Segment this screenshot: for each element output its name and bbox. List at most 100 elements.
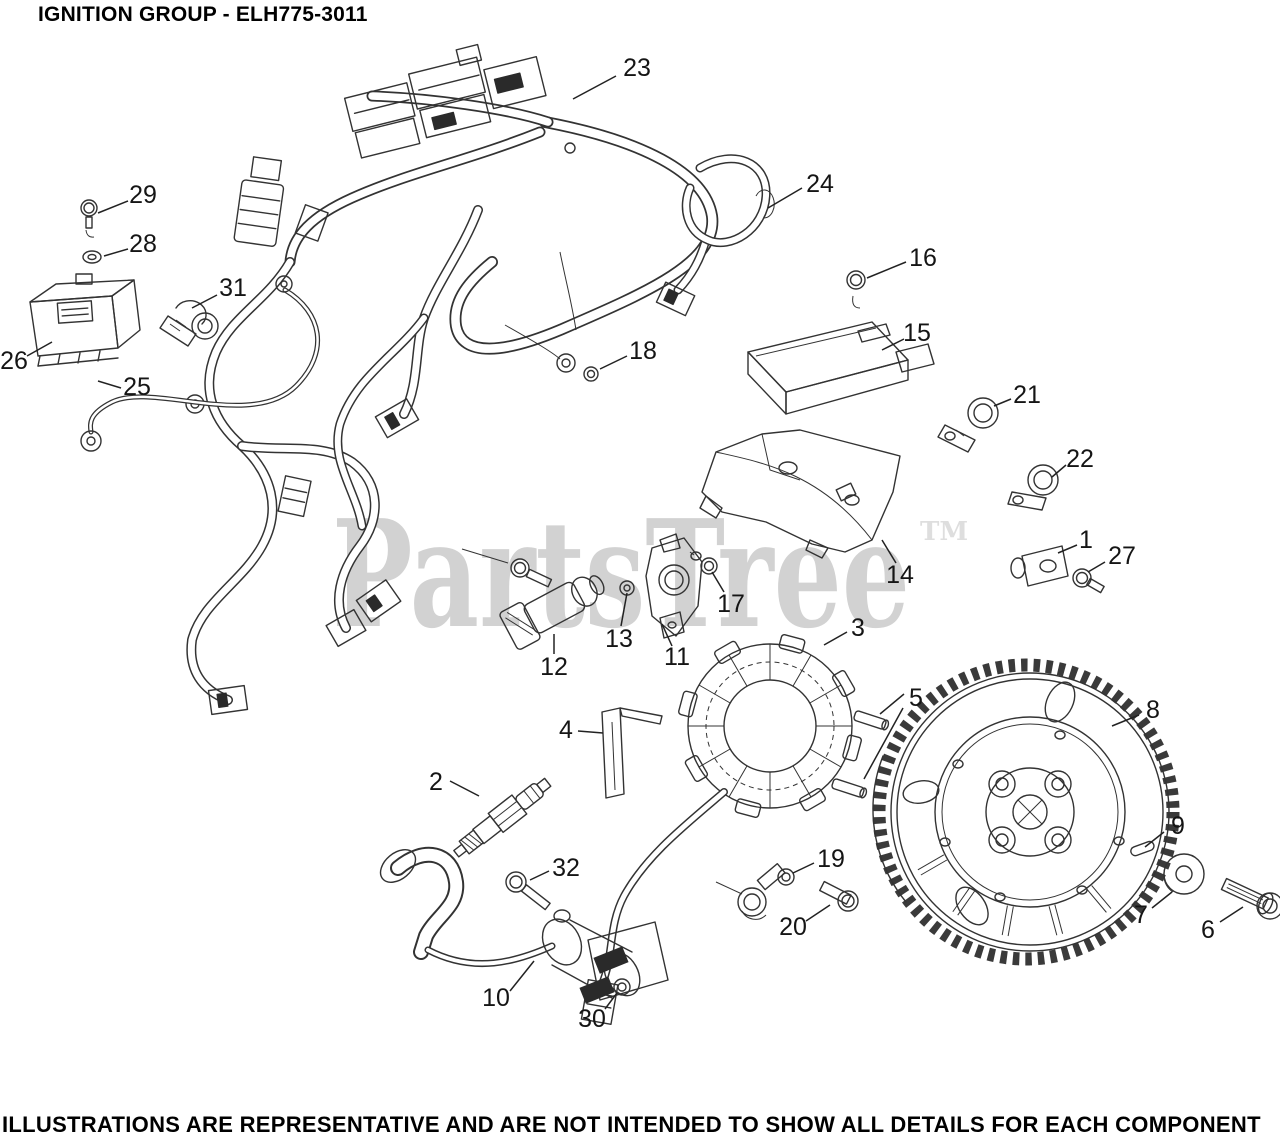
spark-plug-2 (453, 777, 552, 858)
callout-number-8: 8 (1146, 696, 1160, 724)
callout-leader-1 (1057, 544, 1078, 554)
watermark-text: PartsTree (332, 487, 910, 661)
screw-20 (819, 880, 859, 912)
key-9 (1130, 840, 1155, 857)
callout-number-21: 21 (1013, 381, 1041, 409)
callout-leader-31 (191, 294, 218, 309)
footer-disclaimer: ILLUSTRATIONS ARE REPRESENTATIVE AND ARE… (2, 1112, 1261, 1137)
callout-leader-9 (1144, 831, 1165, 848)
wire-loop-24 (686, 159, 775, 243)
cable-clamp-22 (1007, 464, 1059, 511)
callout-leader-25 (97, 380, 122, 389)
ignition-module-26 (29, 273, 141, 367)
callout-number-23: 23 (623, 54, 651, 82)
harness-connector-left (233, 156, 285, 247)
callout-number-11: 11 (664, 643, 690, 671)
washer-28 (82, 250, 102, 264)
watermark-group: PartsTree TM (332, 487, 968, 661)
harness-connector-cluster (343, 43, 547, 159)
ecu-module-15 (747, 321, 935, 415)
callout-number-27: 27 (1108, 542, 1136, 570)
flywheel-8 (872, 658, 1180, 966)
callout-leader-11 (661, 623, 673, 647)
callout-leader-15 (881, 338, 905, 351)
callout-leader-23 (572, 75, 617, 100)
callout-leader-10 (509, 960, 535, 992)
callout-number-13: 13 (605, 625, 633, 653)
callout-leader-4 (577, 730, 604, 734)
callout-number-17: 17 (717, 590, 745, 618)
nut-19 (777, 868, 795, 886)
callout-number-3: 3 (851, 614, 865, 642)
lead-wire-25 (80, 275, 321, 452)
bracket-11 (645, 533, 703, 639)
callout-leader-7 (1151, 891, 1173, 909)
callout-layer: 2329283126251816152421221271417131112345… (0, 54, 1244, 1033)
page-title: IGNITION GROUP - ELH775-3011 (38, 3, 368, 26)
callout-leader-27 (1087, 561, 1106, 573)
callout-leader-21 (993, 398, 1012, 407)
pin-5b (831, 778, 868, 799)
callout-leader-28 (103, 248, 129, 257)
callout-number-15: 15 (903, 319, 931, 347)
bracket-4 (601, 707, 663, 799)
callout-number-7: 7 (1134, 901, 1148, 929)
nut-30 (613, 978, 631, 996)
stator-3 (580, 634, 862, 1025)
nut-16 (846, 270, 866, 309)
callout-number-20: 20 (779, 913, 807, 941)
callout-number-30: 30 (578, 1005, 606, 1033)
callout-number-14: 14 (886, 561, 914, 589)
screw-27 (1072, 568, 1105, 594)
ignition-coil-10 (379, 843, 669, 1004)
nut-17 (689, 551, 718, 575)
callout-leader-29 (97, 200, 129, 214)
ring-terminal-nut-18 (504, 324, 599, 382)
diagram-canvas: PartsTree TM (0, 43, 1280, 1033)
callout-leader-3 (823, 631, 848, 646)
callout-number-16: 16 (909, 244, 937, 272)
callout-number-26: 26 (0, 347, 28, 375)
bolt-6 (1220, 877, 1280, 920)
callout-leader-16 (866, 261, 907, 279)
callout-number-9: 9 (1171, 812, 1185, 840)
callout-leader-5 (879, 693, 905, 715)
sensor-12 (499, 575, 605, 650)
callout-leader-24 (767, 187, 803, 209)
callout-number-22: 22 (1066, 445, 1094, 473)
callout-leader-30 (604, 992, 618, 1010)
harness-plug-small (294, 204, 329, 242)
callout-number-18: 18 (629, 337, 657, 365)
callout-number-19: 19 (817, 845, 845, 873)
callout-leader-6 (1219, 906, 1244, 923)
callout-number-29: 29 (129, 181, 157, 209)
callout-number-4: 4 (559, 716, 573, 744)
callout-number-25: 25 (123, 373, 151, 401)
bolt-unlabeled (461, 548, 553, 588)
callout-leader-20 (805, 904, 831, 922)
callout-number-5: 5 (909, 684, 923, 712)
callout-leader-5 (863, 707, 904, 780)
callout-leader-17 (711, 571, 725, 593)
screw-29 (80, 199, 98, 238)
callout-leader-19 (792, 862, 815, 874)
callout-leader-32 (529, 870, 550, 881)
callout-leader-26 (26, 341, 53, 357)
callout-leader-13 (620, 592, 628, 627)
callout-number-10: 10 (482, 984, 510, 1012)
wiring-harness-23 (185, 43, 712, 716)
callout-number-32: 32 (552, 854, 580, 882)
callout-number-1: 1 (1079, 526, 1093, 554)
mounting-bracket-14 (699, 429, 901, 559)
callout-leader-22 (1051, 464, 1067, 478)
callout-number-24: 24 (806, 170, 834, 198)
callout-leader-2 (449, 780, 480, 797)
callout-number-2: 2 (429, 768, 443, 796)
bracket-1 (1010, 545, 1069, 587)
eyelet-terminal (715, 862, 786, 920)
washer-7 (1163, 853, 1205, 895)
callout-number-31: 31 (219, 274, 247, 302)
callout-leader-18 (599, 355, 628, 370)
pin-5a (853, 710, 890, 731)
